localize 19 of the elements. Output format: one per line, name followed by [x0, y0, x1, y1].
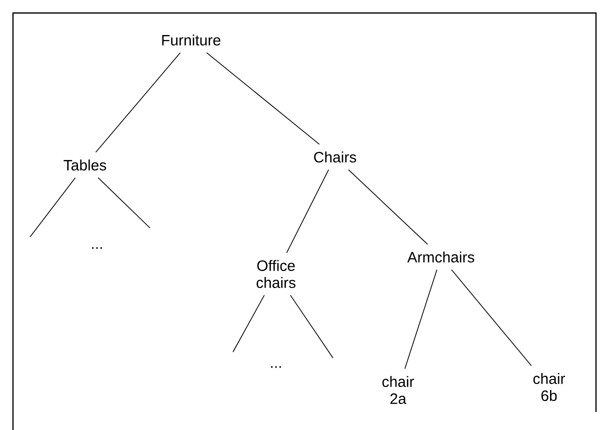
node-label: Chairs: [314, 152, 356, 162]
connector-line: [232, 294, 265, 352]
ellipsis-label: ...: [92, 247, 102, 249]
connector-line: [404, 269, 438, 370]
connector-line: [30, 177, 76, 238]
ellipsis-label: ...: [271, 366, 281, 368]
node-label: Office chairs: [256, 260, 296, 288]
node-label: Furniture: [162, 34, 220, 46]
connector-line: [286, 169, 329, 254]
connector-line: [290, 294, 334, 358]
node-label: Armchairs: [407, 252, 474, 262]
connector-line: [451, 269, 532, 366]
connector-line: [206, 52, 320, 145]
node-label: Tables: [64, 160, 106, 170]
connector-line: [95, 52, 181, 153]
node-label: chair 2a: [382, 376, 414, 404]
node-label: chair 6b: [533, 373, 565, 401]
connector-line: [348, 169, 428, 245]
connector-line: [98, 177, 150, 228]
